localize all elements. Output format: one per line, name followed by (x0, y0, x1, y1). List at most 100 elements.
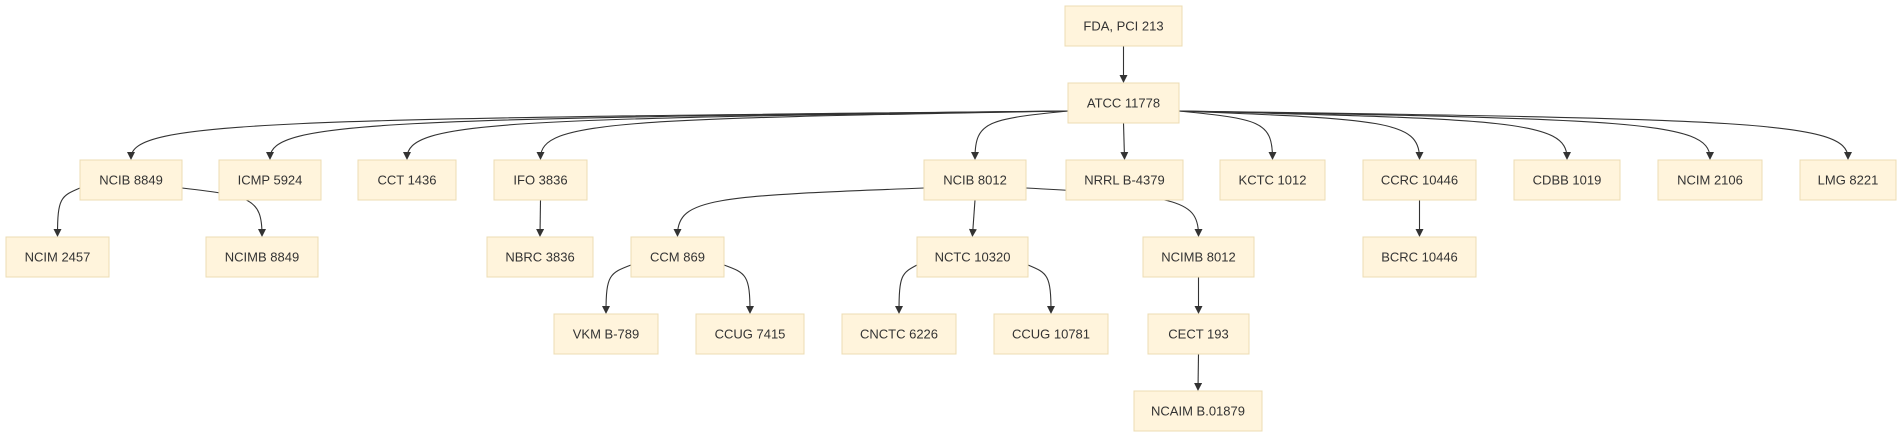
node-fda: FDA, PCI 213 (1064, 5, 1183, 47)
node-label: ATCC 11778 (1087, 96, 1160, 111)
edge-ccm-to-vkm (602, 264, 632, 314)
node-ccm: CCM 869 (630, 236, 725, 278)
edge-atcc-to-cct (403, 110, 1069, 160)
node-box (1065, 159, 1184, 201)
node-ncim2106: NCIM 2106 (1657, 159, 1763, 201)
node-cct: CCT 1436 (357, 159, 457, 201)
edge-cect-to-ncaim (1194, 353, 1203, 391)
edge-atcc-to-ncim2106 (1178, 110, 1714, 160)
node-box (357, 159, 457, 201)
node-ncimb8849: NCIMB 8849 (205, 236, 319, 278)
node-ccug7415: CCUG 7415 (695, 313, 805, 355)
edge-nctc-to-cnctc (895, 264, 918, 314)
node-label: CCRC 10446 (1381, 173, 1458, 188)
node-ccrc: CCRC 10446 (1362, 159, 1477, 201)
edge-ccm-to-ccug7415 (723, 264, 754, 314)
node-box (1362, 159, 1477, 201)
node-label: VKM B-789 (573, 327, 639, 342)
node-label: CECT 193 (1168, 327, 1228, 342)
edge-atcc-to-cdbb (1178, 110, 1571, 160)
node-box (1133, 390, 1263, 432)
node-box (486, 236, 594, 278)
node-ncimb8012: NCIMB 8012 (1142, 236, 1255, 278)
node-nctc: NCTC 10320 (916, 236, 1029, 278)
node-label: KCTC 1012 (1239, 173, 1307, 188)
node-box (1067, 82, 1180, 124)
node-label: NRRL B-4379 (1084, 173, 1164, 188)
node-ifo: IFO 3836 (493, 159, 588, 201)
edge-atcc-to-lmg (1178, 110, 1852, 160)
node-box (916, 236, 1029, 278)
node-label: CCM 869 (650, 250, 705, 265)
node-lmg: LMG 8221 (1799, 159, 1897, 201)
edges-layer (53, 46, 1852, 391)
node-ncib8849: NCIB 8849 (79, 159, 183, 201)
node-atcc: ATCC 11778 (1067, 82, 1180, 124)
node-box (1219, 159, 1326, 201)
node-box (841, 313, 957, 355)
node-cdbb: CDBB 1019 (1513, 159, 1621, 201)
node-cect: CECT 193 (1147, 313, 1250, 355)
edge-atcc-to-ncib8849 (127, 110, 1069, 160)
node-label: IFO 3836 (513, 173, 567, 188)
node-box (630, 236, 725, 278)
node-box (1147, 313, 1250, 355)
node-box (1513, 159, 1621, 201)
node-label: LMG 8221 (1818, 173, 1879, 188)
edge-ncib8849-to-ncim2457 (53, 187, 81, 237)
edge-ncib8012-to-ccm (673, 187, 925, 237)
node-vkm: VKM B-789 (553, 313, 659, 355)
edge-ncib8849-to-ncimb8849 (181, 187, 266, 237)
node-box (1064, 5, 1183, 47)
node-ccug10781: CCUG 10781 (993, 313, 1109, 355)
node-cnctc: CNCTC 6226 (841, 313, 957, 355)
edge-nctc-to-ccug10781 (1027, 264, 1055, 314)
node-box (1799, 159, 1897, 201)
node-label: CDBB 1019 (1533, 173, 1602, 188)
node-nrrl: NRRL B-4379 (1065, 159, 1184, 201)
node-box (205, 236, 319, 278)
node-label: NCIM 2106 (1677, 173, 1743, 188)
node-label: CCT 1436 (377, 173, 436, 188)
node-box (5, 236, 110, 278)
node-box (923, 159, 1027, 201)
node-bcrc: BCRC 10446 (1362, 236, 1477, 278)
edge-atcc-to-nrrl (1120, 122, 1129, 160)
node-label: FDA, PCI 213 (1083, 19, 1163, 34)
node-label: CCUG 7415 (715, 327, 786, 342)
edge-ifo-to-nbrc (536, 199, 545, 237)
edge-atcc-to-kctc (1178, 110, 1277, 160)
node-box (553, 313, 659, 355)
node-label: NCAIM B.01879 (1151, 404, 1245, 419)
edge-ncib8012-to-nctc (968, 199, 977, 237)
node-icmp: ICMP 5924 (218, 159, 322, 201)
node-box (993, 313, 1109, 355)
node-label: NCIM 2457 (25, 250, 91, 265)
node-label: BCRC 10446 (1381, 250, 1458, 265)
node-box (493, 159, 588, 201)
node-label: NCIB 8849 (99, 173, 163, 188)
node-label: NBRC 3836 (505, 250, 574, 265)
node-box (79, 159, 183, 201)
node-box (695, 313, 805, 355)
node-ncib8012: NCIB 8012 (923, 159, 1027, 201)
node-ncaim: NCAIM B.01879 (1133, 390, 1263, 432)
node-kctc: KCTC 1012 (1219, 159, 1326, 201)
node-box (1657, 159, 1763, 201)
node-box (1362, 236, 1477, 278)
edge-atcc-to-icmp (266, 110, 1069, 160)
node-nbrc: NBRC 3836 (486, 236, 594, 278)
edge-atcc-to-ifo (536, 110, 1069, 160)
node-label: CCUG 10781 (1012, 327, 1090, 342)
node-box (1142, 236, 1255, 278)
node-ncim2457: NCIM 2457 (5, 236, 110, 278)
edge-atcc-to-ncib8012 (971, 110, 1069, 160)
edge-atcc-to-ccrc (1178, 110, 1424, 160)
node-label: NCIMB 8012 (1161, 250, 1235, 265)
node-box (218, 159, 322, 201)
node-label: NCIB 8012 (943, 173, 1007, 188)
node-label: NCIMB 8849 (225, 250, 299, 265)
node-label: ICMP 5924 (238, 173, 303, 188)
